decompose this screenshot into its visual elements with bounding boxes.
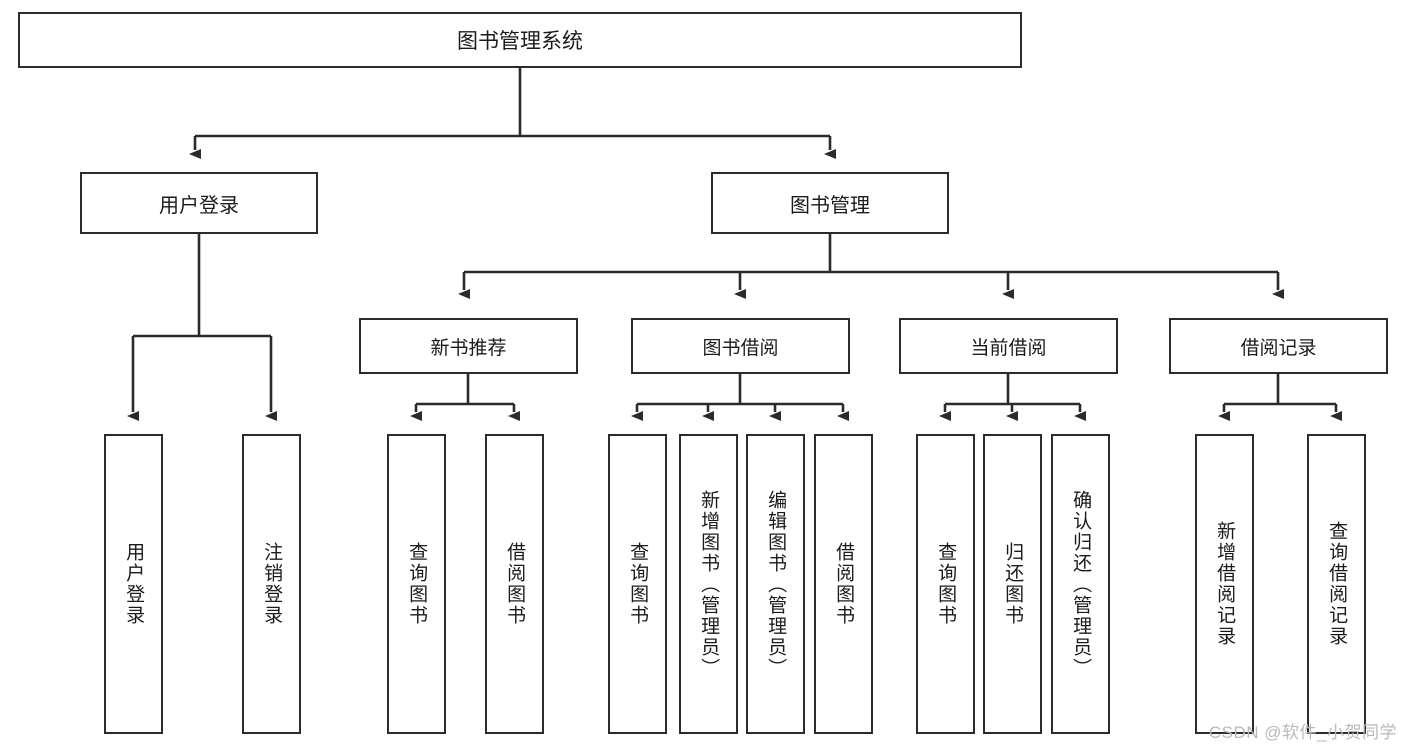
leaf-add-book-admin[interactable]: 新增图书（管理员） <box>679 434 738 734</box>
csdn-watermark: CSDN @软件_小贺同学 <box>1208 723 1397 742</box>
leaf-user-login[interactable]: 用户登录 <box>104 434 163 734</box>
leaf-add-book-admin-label: 新增图书（管理员） <box>698 489 720 679</box>
leaf-query-book-3[interactable]: 查询图书 <box>916 434 975 734</box>
node-current-borrow-label: 当前借阅 <box>970 337 1047 359</box>
leaf-return-book-label: 归还图书 <box>1002 542 1024 626</box>
leaf-borrow-book-2[interactable]: 借阅图书 <box>814 434 873 734</box>
leaf-query-book-2[interactable]: 查询图书 <box>608 434 667 734</box>
leaf-add-borrow-record[interactable]: 新增借阅记录 <box>1195 434 1254 734</box>
leaf-borrow-book-1-label: 借阅图书 <box>504 542 526 626</box>
node-current-borrow[interactable]: 当前借阅 <box>899 318 1118 374</box>
leaf-return-book[interactable]: 归还图书 <box>983 434 1042 734</box>
leaf-add-borrow-record-label: 新增借阅记录 <box>1214 521 1236 647</box>
node-book-borrow[interactable]: 图书借阅 <box>631 318 850 374</box>
leaf-edit-book-admin[interactable]: 编辑图书（管理员） <box>746 434 805 734</box>
leaf-query-borrow-record-label: 查询借阅记录 <box>1326 521 1348 647</box>
node-root[interactable]: 图书管理系统 <box>18 12 1022 68</box>
leaf-query-book-3-label: 查询图书 <box>935 542 957 626</box>
node-borrow-record-label: 借阅记录 <box>1240 337 1317 359</box>
node-new-book-recommend[interactable]: 新书推荐 <box>359 318 578 374</box>
node-borrow-record[interactable]: 借阅记录 <box>1169 318 1388 374</box>
leaf-query-book-1-label: 查询图书 <box>406 542 428 626</box>
leaf-query-book-1[interactable]: 查询图书 <box>387 434 446 734</box>
leaf-confirm-return-admin-label: 确认归还（管理员） <box>1070 489 1092 679</box>
leaf-query-book-2-label: 查询图书 <box>627 542 649 626</box>
leaf-edit-book-admin-label: 编辑图书（管理员） <box>765 489 787 679</box>
leaf-borrow-book-1[interactable]: 借阅图书 <box>485 434 544 734</box>
leaf-query-borrow-record[interactable]: 查询借阅记录 <box>1307 434 1366 734</box>
node-root-label: 图书管理系统 <box>457 30 583 53</box>
node-book-borrow-label: 图书借阅 <box>702 337 779 359</box>
node-user-login-label: 用户登录 <box>159 194 239 217</box>
node-new-book-recommend-label: 新书推荐 <box>430 337 507 359</box>
node-book-manage[interactable]: 图书管理 <box>711 172 949 234</box>
node-book-manage-label: 图书管理 <box>790 194 870 217</box>
node-user-login[interactable]: 用户登录 <box>80 172 318 234</box>
leaf-logout-login-label: 注销登录 <box>261 542 283 626</box>
leaf-borrow-book-2-label: 借阅图书 <box>833 542 855 626</box>
leaf-user-login-label: 用户登录 <box>123 542 145 626</box>
leaf-confirm-return-admin[interactable]: 确认归还（管理员） <box>1051 434 1110 734</box>
leaf-logout-login[interactable]: 注销登录 <box>242 434 301 734</box>
